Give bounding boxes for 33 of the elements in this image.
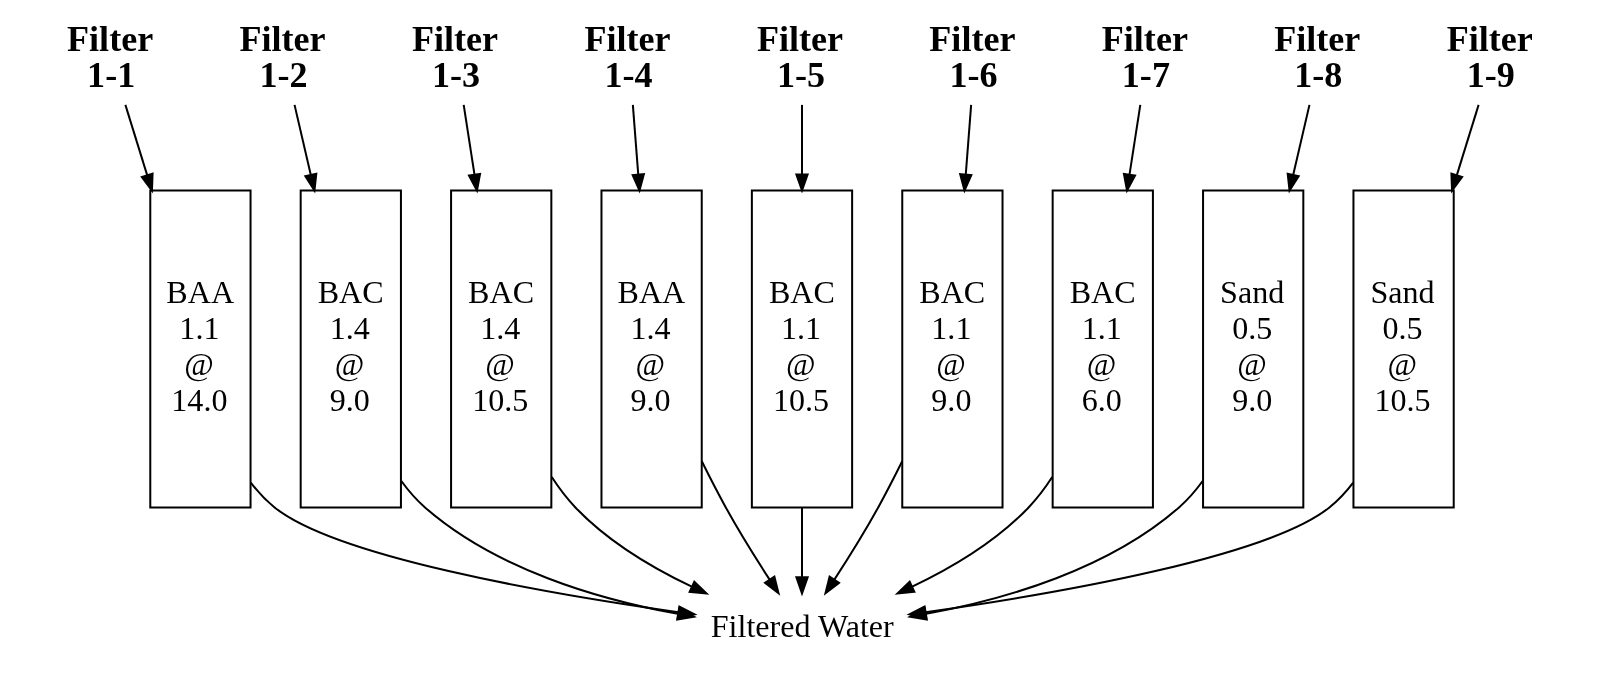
- node-text: Filter 1-8: [1274, 19, 1361, 96]
- node-text: Filter 1-6: [929, 19, 1016, 96]
- node-box: BAA 1.4 @ 9.0: [600, 189, 703, 509]
- arrow: [293, 104, 318, 194]
- node-box: BAC 1.1 @ 10.5: [750, 189, 854, 509]
- arrow: [124, 104, 154, 194]
- arrow: [958, 104, 973, 194]
- node-text: Filter 1-7: [1101, 19, 1188, 96]
- node-box: BAC 1.4 @ 9.0: [299, 189, 402, 509]
- arrow: [462, 104, 482, 194]
- arrow: [1286, 104, 1311, 194]
- arrow: [1450, 104, 1480, 194]
- node-text: Filter 1-3: [411, 19, 499, 96]
- arrow: [550, 476, 710, 595]
- node-box: BAA 1.1 @ 14.0: [149, 189, 252, 509]
- node-text: Filter 1-2: [239, 19, 326, 96]
- arrow: [823, 460, 904, 596]
- node-text: Filter 1-1: [67, 19, 154, 96]
- node-text: Filter 1-4: [584, 19, 671, 96]
- node-box: Sand 0.5 @ 10.5: [1352, 189, 1455, 509]
- node-box: Sand 0.5 @ 9.0: [1202, 189, 1305, 509]
- arrow: [631, 104, 646, 194]
- node-text: Filter 1-9: [1446, 19, 1533, 96]
- node-box: BAC 1.1 @ 6.0: [1051, 189, 1154, 509]
- node-box: BAC 1.1 @ 9.0: [901, 189, 1004, 509]
- arrow: [794, 508, 810, 597]
- arrow: [700, 460, 781, 596]
- arrow: [894, 476, 1054, 595]
- node-text: Filtered Water: [710, 608, 894, 645]
- arrow: [1122, 104, 1142, 194]
- arrow: [794, 104, 810, 194]
- node-text: Filter 1-5: [756, 19, 844, 96]
- node-box: BAC 1.4 @ 10.5: [450, 189, 553, 509]
